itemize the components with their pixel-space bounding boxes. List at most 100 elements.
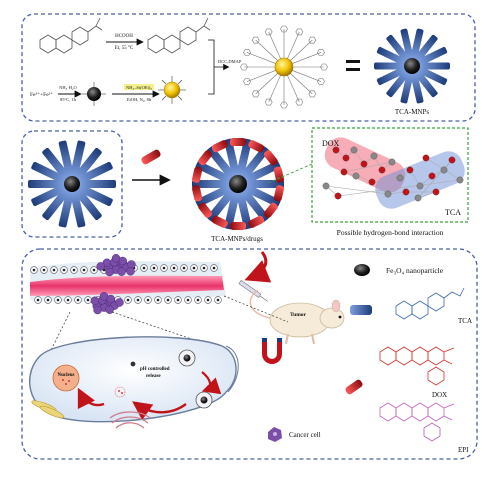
tca-rod <box>192 180 230 188</box>
legend-fe3o4-icon <box>354 264 370 276</box>
dox-chemical-structure <box>379 346 455 386</box>
tca-rod <box>28 180 65 188</box>
dox-label: DOX <box>322 139 340 148</box>
mnp-panel <box>21 130 123 238</box>
tumor-label: Tumor <box>290 312 307 318</box>
bottom-panel <box>21 248 478 460</box>
tca-rod <box>419 62 450 70</box>
tca-rod <box>42 147 70 181</box>
reagent-aptes-cond: EtOH, N₂, 8h <box>127 97 152 103</box>
tca-rod <box>376 46 407 66</box>
drug-rod <box>192 166 203 183</box>
tca-rod <box>31 184 67 207</box>
tca-rod <box>207 188 236 222</box>
drug-rod <box>211 140 228 153</box>
tca-rod <box>79 180 116 188</box>
tca-rod <box>77 161 113 184</box>
tca-rod <box>376 66 407 86</box>
tissue-connector-1 <box>223 295 289 323</box>
tca-hbond-label: TCA <box>445 208 461 217</box>
drug-rod <box>248 215 265 228</box>
tca-rod <box>410 28 424 60</box>
hbond-caption: Possible hydrogen-bond interaction <box>337 228 444 237</box>
tca-mnp-top <box>374 28 450 104</box>
drug-rod <box>248 140 265 153</box>
drug-rod <box>230 222 246 230</box>
epi-chemical-structure <box>379 402 455 442</box>
drug-rod <box>198 150 213 166</box>
tca-mnps-drugs-label: TCA-MNPs/drugs <box>211 235 263 243</box>
ph-release-line-2: release <box>146 374 161 379</box>
reagent-nh3-cond: 85°C, 1h <box>60 97 77 103</box>
nucleus <box>52 364 80 392</box>
aptes-highlight <box>124 84 154 90</box>
reagent-nh3: NH₃·H₂O <box>59 85 77 90</box>
drug-rod <box>273 166 284 183</box>
zoom-connector <box>267 163 313 184</box>
release-arrow <box>132 401 187 421</box>
nucleus-label: Nucleus <box>58 373 75 378</box>
tca-structure-sketch-1 <box>39 17 103 54</box>
tca-rod <box>58 140 74 178</box>
injection-arrow <box>244 251 272 283</box>
tca-rod <box>417 46 448 66</box>
tumor-cluster-top <box>96 254 136 277</box>
tca-rod <box>224 191 240 230</box>
fe3o4-core <box>229 175 247 193</box>
legend-tca-label: TCA <box>458 317 472 325</box>
tca-rod <box>400 72 414 104</box>
drug-rod <box>230 138 246 146</box>
tca-rod <box>70 190 86 228</box>
reagent-dcc: DCC,DMAP <box>218 59 242 65</box>
nanoparticle-in-cell <box>130 361 136 367</box>
tca-rod <box>236 138 252 177</box>
nuclear-entry-arrow <box>77 387 105 410</box>
legend-drug-icon <box>345 379 363 395</box>
drug-rod <box>211 215 228 228</box>
tca-rod <box>58 190 74 228</box>
magnet-icon <box>262 338 282 364</box>
reagent-aptes: NH₂–Si(OEt)₃ <box>126 85 152 90</box>
tca-rod <box>386 70 410 98</box>
tca-rod <box>195 184 232 207</box>
legend-cancer-label: Cancer cell <box>289 431 321 439</box>
tca-rod <box>414 34 438 62</box>
tca-rod <box>417 66 448 86</box>
tumor-cluster-bottom <box>90 292 124 315</box>
tca-rod <box>246 180 284 188</box>
fe3o4-core <box>64 176 80 192</box>
tca-rod <box>374 62 405 70</box>
tca-rod <box>244 161 281 184</box>
drug-rod <box>273 185 284 202</box>
tca-mnp-left <box>28 140 116 228</box>
tca-rod <box>74 187 102 221</box>
tca-rod <box>31 161 67 184</box>
tca-rod <box>244 184 281 207</box>
legend-tca-icon <box>350 305 372 315</box>
synthesis-panel <box>21 13 476 122</box>
tca-structure-sketch-2 <box>147 17 211 54</box>
tca-rod <box>240 146 269 180</box>
tca-rod <box>195 161 232 184</box>
legend-epi-label: EPI <box>458 446 469 454</box>
reagent-hcooh: HCOOH <box>115 34 133 39</box>
tca-rod <box>410 72 424 104</box>
molecule-atoms <box>322 146 464 202</box>
endosome-2 <box>195 391 213 409</box>
tca-rod <box>236 191 252 230</box>
drug-rod <box>263 150 278 166</box>
tca-cylinder <box>375 151 465 209</box>
released-drug <box>114 386 126 398</box>
tca-rod <box>74 147 102 181</box>
ph-release-line-1: pH controlled <box>140 367 170 372</box>
drug-rod-icon <box>141 149 161 165</box>
oh-nanoparticle <box>82 82 106 106</box>
reagent-hcooh-cond: Et, 55 °C <box>115 46 134 51</box>
drug-rod <box>263 202 278 218</box>
tca-rod <box>70 140 86 178</box>
tca-rod <box>77 184 113 207</box>
mitochondria <box>31 400 65 419</box>
tca-mnp-drugs <box>192 138 284 230</box>
tca-chemical-structure <box>395 287 465 320</box>
